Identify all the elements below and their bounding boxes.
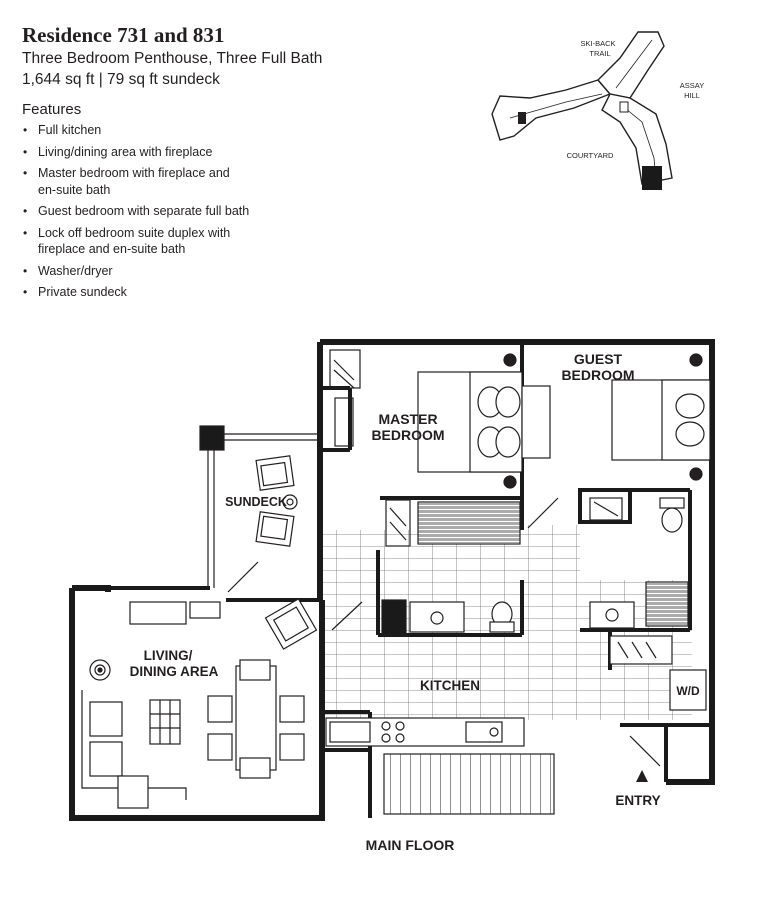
highlighted-unit <box>642 166 662 190</box>
page-title: Residence 731 and 831 <box>22 23 225 47</box>
room-label-dining: DINING AREA <box>130 664 219 679</box>
keyplan-label-ski-back: SKI-BACK <box>580 39 615 48</box>
room-label-kitchen: KITCHEN <box>420 678 480 693</box>
features-list: Full kitchen Living/dining area with fir… <box>22 122 442 301</box>
room-label-master: MASTER <box>378 411 437 427</box>
features-heading: Features <box>22 101 82 118</box>
master-closet <box>329 349 521 547</box>
door-swings <box>227 497 661 767</box>
floor-plan: MASTER BEDROOM GUEST BEDROOM SUNDECK LIV… <box>69 339 715 853</box>
master-bath <box>381 599 515 636</box>
exterior-walls <box>69 339 715 821</box>
room-label-guest-2: BEDROOM <box>561 367 634 383</box>
keyplan-label-trail: TRAIL <box>589 49 610 58</box>
unit-subtitle: Three Bedroom Penthouse, Three Full Bath <box>22 50 323 67</box>
room-label-living: LIVING/ <box>144 648 193 663</box>
keyplan-label-hill: HILL <box>684 91 700 100</box>
feature-item: Washer/dryer <box>22 263 442 280</box>
feature-item: Master bedroom with fireplace anden-suit… <box>22 165 442 198</box>
room-label-entry: ENTRY <box>615 793 660 808</box>
entry-arrow-icon <box>636 770 648 782</box>
stairs <box>383 753 555 815</box>
room-label-guest: GUEST <box>574 351 623 367</box>
kitchen-counter <box>325 717 525 747</box>
sundeck-chairs <box>255 455 298 547</box>
keyplan-label-assay: ASSAY <box>680 81 704 90</box>
feature-item: Lock off bedroom suite duplex withfirepl… <box>22 225 442 258</box>
unit-area: 1,644 sq ft | 79 sq ft sundeck <box>22 71 220 88</box>
key-plan: SKI-BACK TRAIL ASSAY HILL COURTYARD <box>491 31 704 190</box>
guest-bath <box>589 497 689 665</box>
floor-label: MAIN FLOOR <box>366 837 455 853</box>
sundeck-railing <box>199 425 320 588</box>
feature-item: Private sundeck <box>22 284 442 301</box>
washer-dryer <box>669 669 707 711</box>
feature-item: Living/dining area with fireplace <box>22 144 442 161</box>
living-furniture <box>81 598 318 809</box>
unit-info: Residence 731 and 831 Three Bedroom Pent… <box>22 22 442 306</box>
hall-tile-east <box>520 525 580 625</box>
room-label-wd: W/D <box>676 684 700 698</box>
room-label-sundeck: SUNDECK <box>225 495 287 509</box>
room-label-master-2: BEDROOM <box>371 427 444 443</box>
feature-item: Full kitchen <box>22 122 442 139</box>
feature-item: Guest bedroom with separate full bath <box>22 203 442 220</box>
guest-bed <box>611 353 711 481</box>
keyplan-label-courtyard: COURTYARD <box>567 151 614 160</box>
master-bed <box>417 353 551 489</box>
